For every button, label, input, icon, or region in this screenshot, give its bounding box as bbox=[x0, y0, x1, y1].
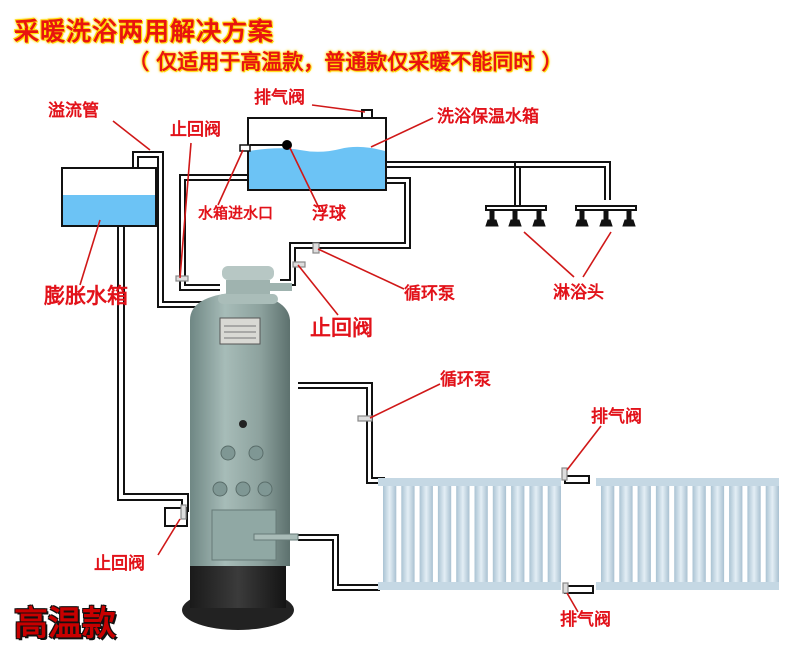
diagram-title: 采暖洗浴两用解决方案 bbox=[14, 17, 275, 46]
bath-insulated-tank bbox=[239, 109, 387, 191]
radiator-column bbox=[729, 486, 743, 582]
label-check-valve-top: 止回阀 bbox=[170, 120, 221, 140]
label-vent-valve-radiator-bottom: 排气阀 bbox=[560, 610, 611, 630]
tank-inlet-nozzle bbox=[239, 144, 251, 152]
radiator-column bbox=[765, 486, 779, 582]
circ-pump-upper-marker bbox=[312, 242, 320, 254]
shower-group-left bbox=[485, 205, 547, 227]
vent-valve-rad-bottom-marker bbox=[562, 582, 569, 594]
label-tank-inlet: 水箱进水口 bbox=[198, 204, 274, 222]
radiator-column bbox=[655, 486, 670, 582]
check-valve-top-marker bbox=[175, 275, 189, 282]
radiator-top-header bbox=[378, 478, 561, 486]
label-shower-heads: 淋浴头 bbox=[553, 283, 604, 303]
expansion-tank bbox=[61, 167, 157, 227]
label-vent-valve-tank: 排气阀 bbox=[254, 88, 305, 108]
radiator-bottom-header bbox=[378, 582, 561, 590]
label-vent-valve-radiator-top: 排气阀 bbox=[591, 407, 642, 427]
shower-heads bbox=[485, 205, 637, 227]
shower-supply-pipe bbox=[385, 161, 611, 200]
radiator-bottom-header bbox=[596, 582, 779, 590]
label-bath-tank: 洗浴保温水箱 bbox=[437, 107, 539, 127]
radiator-column bbox=[383, 486, 397, 582]
boiler-nameplate bbox=[219, 317, 261, 345]
circulation-loop-upper bbox=[280, 177, 411, 286]
radiator-column bbox=[511, 486, 525, 582]
radiator-column bbox=[419, 486, 433, 582]
radiator-left bbox=[378, 478, 561, 590]
leader-lines bbox=[79, 104, 612, 613]
label-circ-pump-lower: 循环泵 bbox=[440, 370, 491, 390]
radiator-column bbox=[492, 486, 507, 582]
radiator-return-pipe bbox=[298, 534, 380, 586]
float-ball bbox=[282, 140, 292, 150]
shower-group-right bbox=[575, 205, 637, 227]
label-check-valve-bottom: 止回阀 bbox=[94, 554, 145, 574]
overflow-pipe bbox=[132, 151, 210, 303]
radiator-column bbox=[437, 486, 452, 582]
label-float-ball: 浮球 bbox=[312, 204, 346, 224]
circ-pump-lower-marker bbox=[357, 415, 373, 422]
radiator-column bbox=[547, 486, 561, 582]
radiator-column bbox=[474, 486, 488, 582]
radiator-column bbox=[401, 486, 415, 582]
radiator-column bbox=[747, 486, 761, 582]
label-expansion-tank: 膨胀水箱 bbox=[44, 284, 128, 308]
boiler bbox=[182, 266, 299, 630]
radiator-column bbox=[637, 486, 651, 582]
diagram-subtitle: （ 仅适用于高温款，普通款仅采暖不能同时 ） bbox=[128, 50, 563, 74]
vent-valve-rad-top-marker bbox=[561, 467, 568, 481]
radiator-top-header bbox=[596, 478, 779, 486]
radiator-column bbox=[710, 486, 725, 582]
radiator-column bbox=[601, 486, 615, 582]
valve-markers bbox=[175, 242, 569, 594]
tank-vent bbox=[361, 109, 373, 119]
radiator-column bbox=[692, 486, 706, 582]
radiator-column bbox=[456, 486, 470, 582]
label-check-valve-mid: 止回阀 bbox=[310, 316, 373, 340]
expansion-return-pipe bbox=[117, 226, 183, 512]
tank-inlet-pipe bbox=[179, 174, 250, 291]
model-label: 高温款 bbox=[14, 604, 116, 644]
radiator-column bbox=[529, 486, 543, 582]
label-circ-pump-upper: 循环泵 bbox=[404, 284, 455, 304]
radiator-column bbox=[674, 486, 688, 582]
radiator-right bbox=[596, 478, 779, 590]
label-overflow-pipe: 溢流管 bbox=[48, 101, 99, 121]
check-valve-bottom-marker bbox=[180, 504, 187, 520]
radiator-supply-pipe bbox=[298, 382, 385, 479]
radiator-column bbox=[619, 486, 633, 582]
